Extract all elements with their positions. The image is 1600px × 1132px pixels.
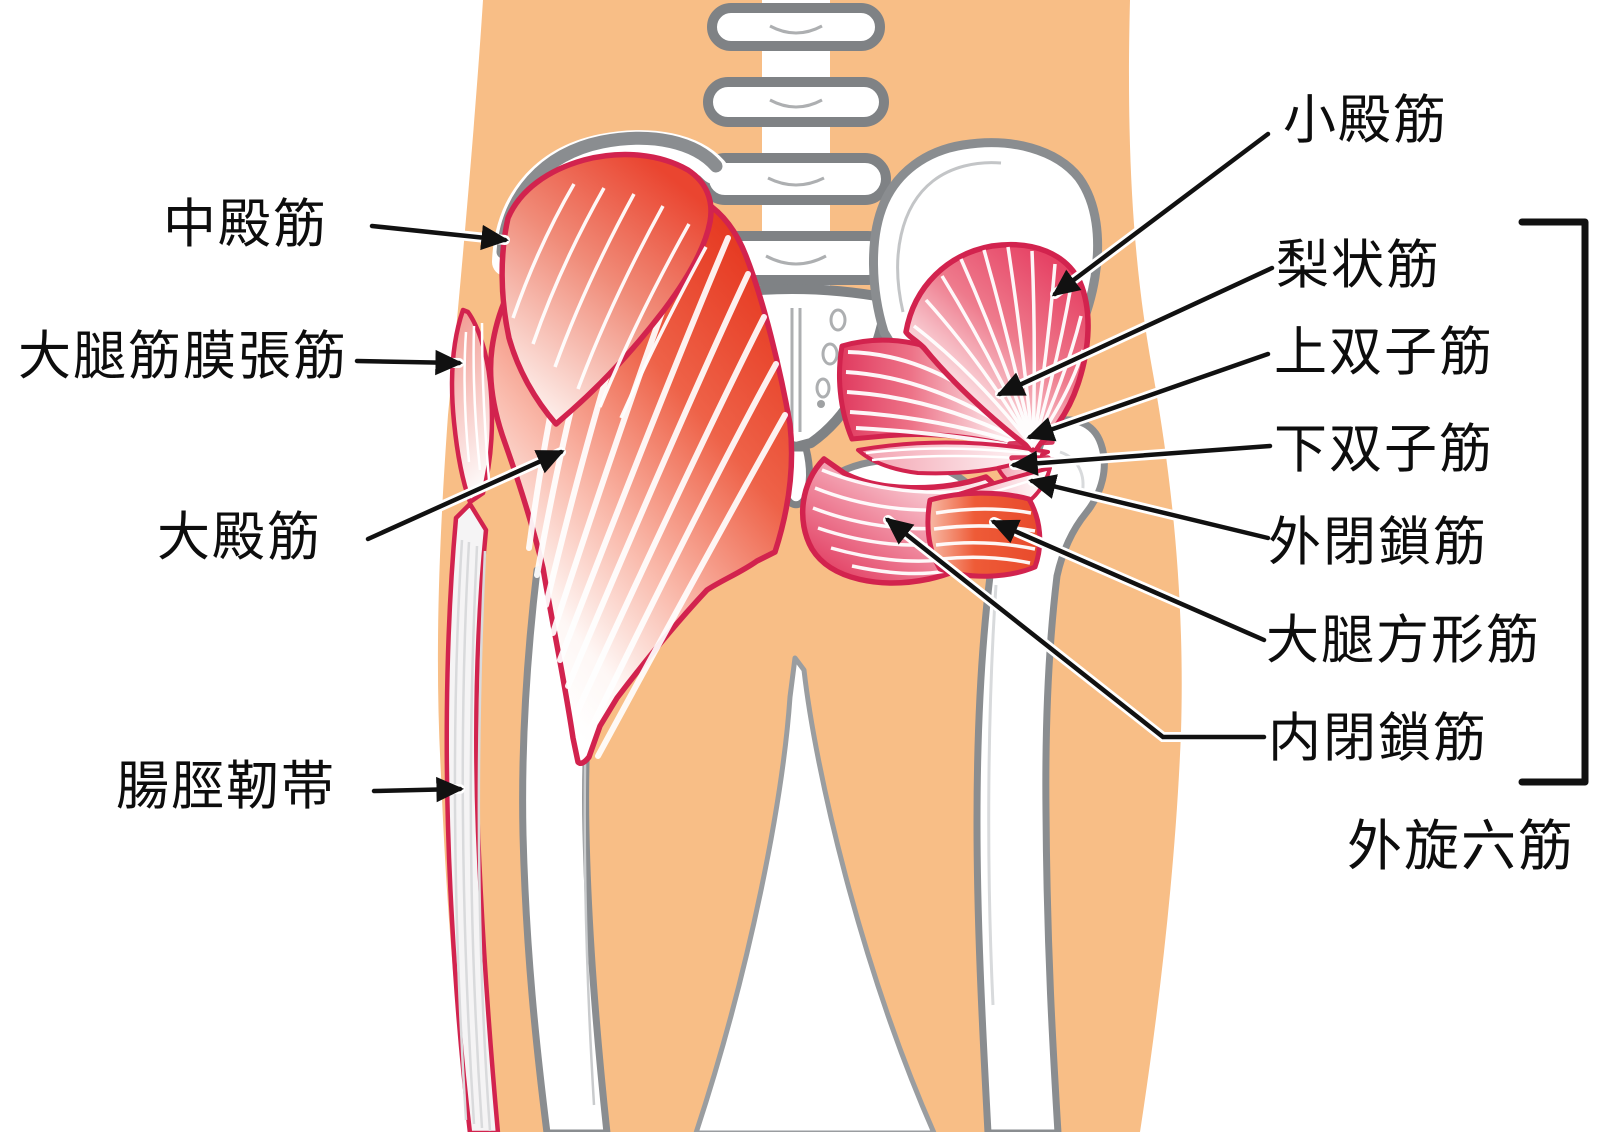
pointer-lines	[354, 131, 1275, 803]
label-quadratus-femoris: 大腿方形筋	[1266, 610, 1541, 671]
label-superior-gemellus: 上双子筋	[1274, 322, 1494, 383]
label-obturator-externus: 外閉鎖筋	[1268, 512, 1488, 573]
quadratus-femoris-muscle	[925, 490, 1043, 579]
pointer-gluteus-maximus	[365, 449, 565, 542]
gluteus-medius-muscle	[499, 151, 714, 427]
pointer-superior-gemellus	[1026, 351, 1271, 442]
label-obturator-internus: 内閉鎖筋	[1268, 708, 1488, 769]
label-six-external-rotators: 外旋六筋	[1347, 814, 1576, 878]
pointer-quadratus-femoris	[990, 519, 1267, 643]
label-piriformis: 梨状筋	[1276, 235, 1441, 296]
pointer-gluteus-minimus	[1051, 131, 1271, 297]
pointer-piriformis	[996, 265, 1275, 397]
pointer-inferior-gemellus	[1009, 443, 1273, 476]
label-gluteus-minimus: 小殿筋	[1283, 90, 1448, 151]
label-tensor-fasciae-latae: 大腿筋膜張筋	[18, 326, 348, 387]
group-bracket	[1518, 218, 1589, 786]
label-gluteus-medius: 中殿筋	[163, 194, 328, 255]
between-legs-gap	[693, 655, 937, 1132]
pointer-obturator-externus	[1028, 474, 1271, 541]
pointer-gluteus-medius	[369, 223, 510, 251]
label-gluteus-maximus: 大殿筋	[157, 507, 322, 568]
pointer-obturator-internus	[884, 517, 1267, 740]
label-inferior-gemellus: 下双子筋	[1274, 419, 1494, 480]
pointer-tensor-fasciae-latae	[354, 349, 464, 376]
label-iliotibial-band: 腸脛靭帯	[116, 756, 336, 817]
pointer-iliotibial-band	[371, 776, 465, 803]
iliotibial-band-strip	[444, 501, 501, 1132]
